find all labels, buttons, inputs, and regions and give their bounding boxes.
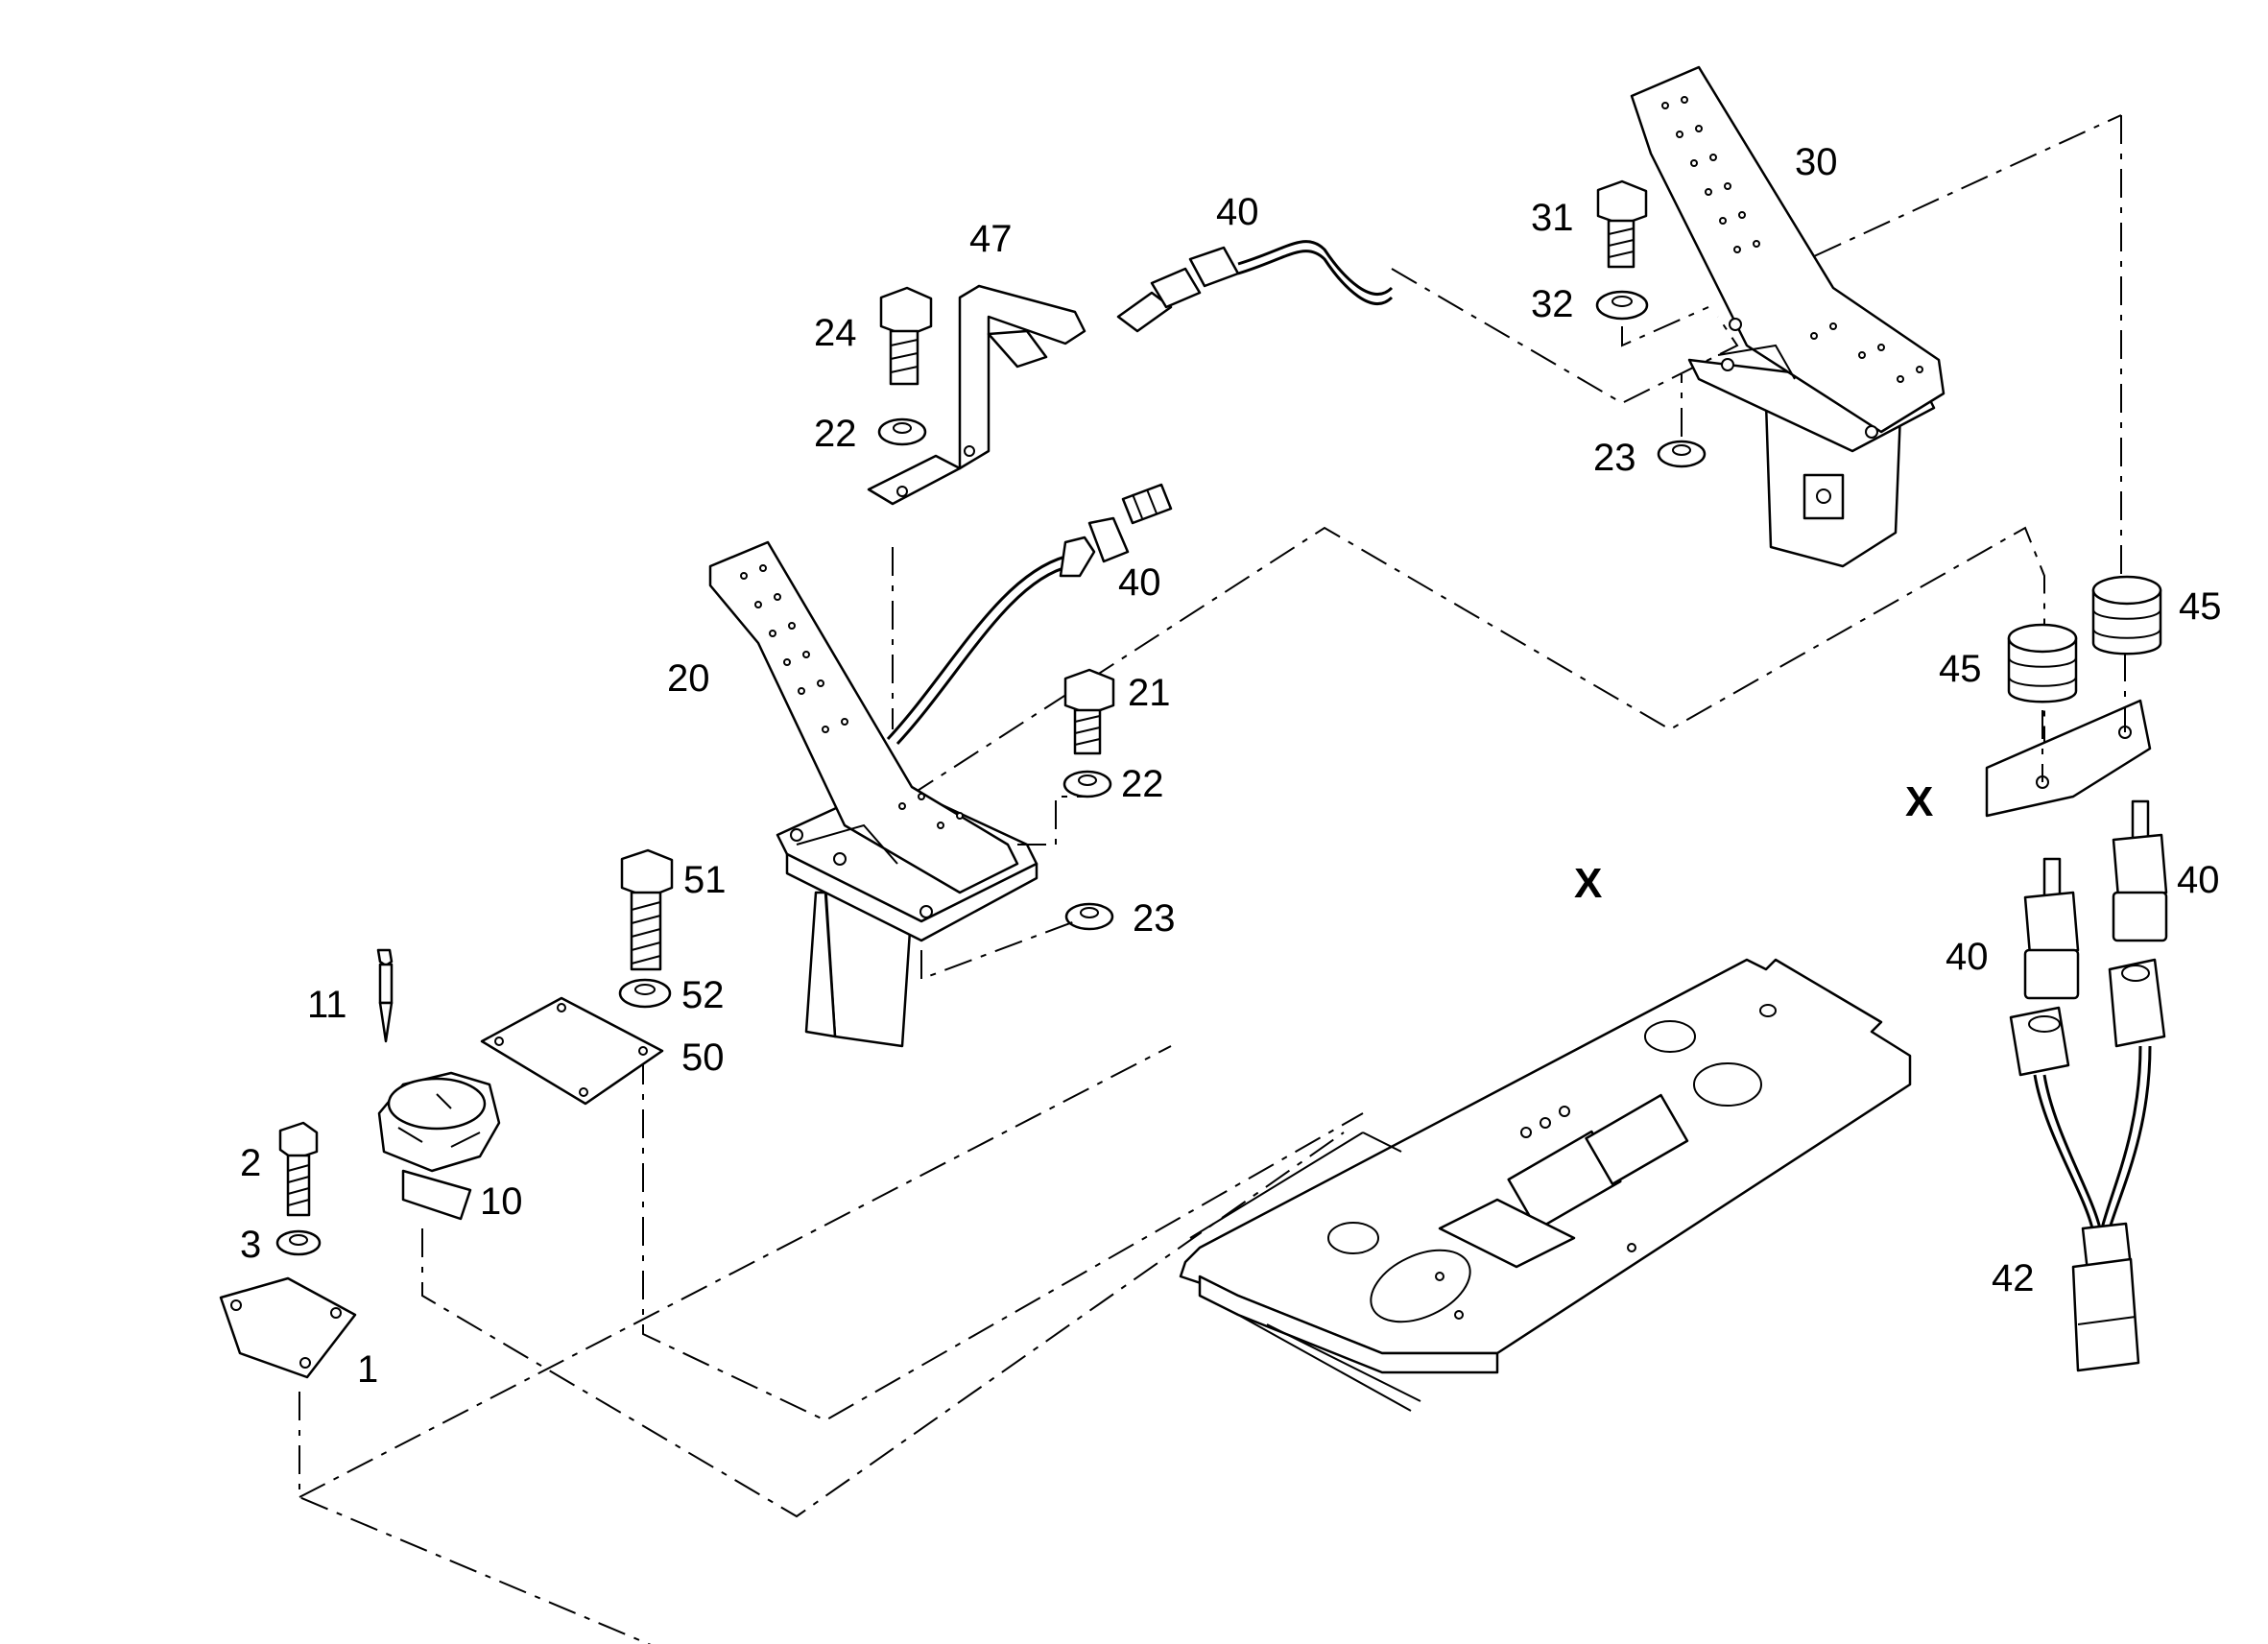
callout-32: 32 [1531, 283, 1574, 325]
callout-22-left: 22 [1121, 763, 1164, 805]
part-10-knob [377, 1071, 501, 1221]
callout-30: 30 [1795, 141, 1838, 183]
callout-42: 42 [1992, 1257, 2035, 1299]
callout-21: 21 [1128, 672, 1171, 714]
callout-51: 51 [683, 859, 727, 901]
callout-40-left: 40 [1118, 561, 1161, 604]
part-50-plate [480, 996, 664, 1106]
callout-45-right: 45 [2179, 585, 2222, 628]
part-1-plate [219, 1276, 357, 1379]
part-21-bolt [1063, 668, 1115, 755]
callout-10: 10 [480, 1180, 523, 1223]
callout-31: 31 [1531, 197, 1574, 239]
callout-23-left: 23 [1133, 897, 1176, 940]
callout-labels: 1 2 3 10 11 20 21 22 23 24 22 47 40 40 3… [240, 141, 2222, 1391]
callout-2: 2 [240, 1142, 261, 1184]
callout-47: 47 [969, 218, 1013, 260]
callout-3: 3 [240, 1224, 261, 1266]
callout-45-left: 45 [1939, 648, 1982, 690]
callout-20: 20 [667, 657, 710, 700]
callout-1: 1 [357, 1348, 378, 1391]
detail-marker-x-plate: X [1905, 778, 1933, 825]
part-40-connector-b [2112, 799, 2168, 942]
callout-40-top: 40 [1216, 191, 1259, 233]
part-3-washer [275, 1229, 322, 1256]
part-24-bolt [879, 286, 933, 386]
part-40-connector-a [2023, 857, 2080, 1000]
part-45-buffer-right [2091, 575, 2162, 655]
part-40-sensor-top [1116, 240, 1394, 333]
part-23-washer-right [1657, 440, 1707, 468]
part-31-bolt [1596, 179, 1648, 269]
part-47-bracket [867, 284, 1086, 506]
callout-24: 24 [814, 312, 857, 354]
pedal-dots-left [740, 564, 964, 829]
callout-23-right: 23 [1593, 437, 1636, 479]
part-45-buffer-left [2007, 623, 2078, 703]
part-20-pedal-left [708, 540, 1039, 1048]
detail-x-plate [1985, 653, 2152, 818]
part-40-sensor-left [886, 483, 1173, 746]
part-51-bolt [620, 848, 674, 971]
callout-22-top: 22 [814, 413, 857, 455]
callout-40-connector-a: 40 [1946, 936, 1989, 978]
callout-50: 50 [681, 1036, 725, 1079]
callout-52: 52 [681, 974, 725, 1016]
part-52-washer [618, 978, 672, 1009]
part-30-pedal-right [1630, 65, 1946, 568]
floor-plate [1179, 958, 1912, 1412]
part-22-washer-top [877, 417, 927, 446]
part-32-washer [1595, 290, 1649, 321]
part-2-bolt [278, 1121, 319, 1217]
part-23-washer-left [1064, 902, 1114, 931]
detail-marker-x-floor: X [1574, 860, 1602, 907]
callout-11: 11 [307, 984, 347, 1026]
part-11-pin [376, 948, 394, 1043]
callout-40-connector-b: 40 [2177, 859, 2220, 901]
pedal-dots-right [1661, 96, 1923, 383]
part-42-harness [2009, 958, 2166, 1372]
part-22-washer-left [1062, 770, 1112, 798]
